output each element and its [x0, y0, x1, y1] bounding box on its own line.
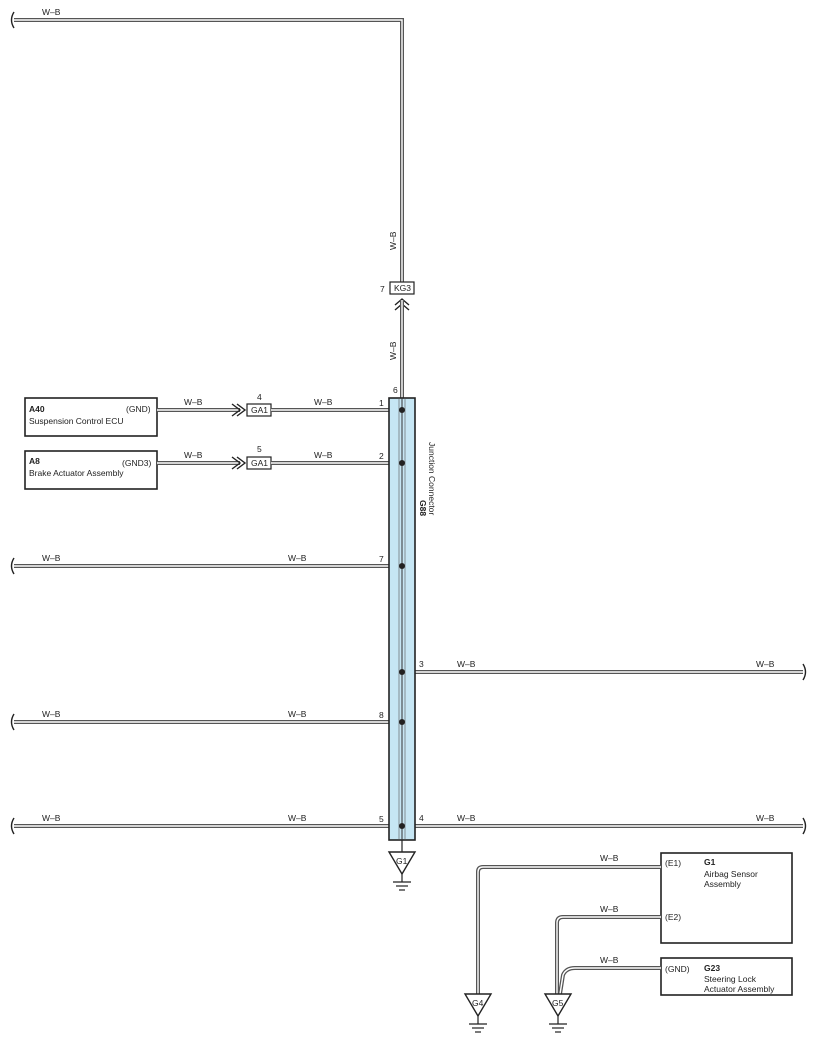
ground-g1-label: G1	[396, 856, 408, 866]
a40-code: A40	[29, 404, 45, 414]
wire-label-kg3-vertical: W–B	[388, 341, 398, 360]
wire-label-pin3-left: W–B	[457, 659, 476, 669]
wire-label-pin7-left: W–B	[42, 553, 61, 563]
g1-terminal-e2: (E2)	[665, 912, 681, 922]
splice-dot-3	[399, 669, 405, 675]
a8-code: A8	[29, 456, 40, 466]
wire-label-e2: W–B	[600, 904, 619, 914]
wire-label-top: W–B	[42, 7, 61, 17]
wire-left-pin-8	[10, 713, 402, 731]
pin-8-label: 8	[379, 710, 384, 720]
wire-label-a8: W–B	[184, 450, 203, 460]
ground-g1	[387, 840, 417, 891]
splice-dot-2	[399, 460, 405, 466]
pin-7-label: 7	[379, 554, 384, 564]
wire-left-pin-5	[10, 817, 402, 835]
ga1-connector-a-label: GA1	[251, 405, 268, 415]
pin-3-label: 3	[419, 659, 424, 669]
a8-component-box	[24, 450, 158, 490]
a40-terminal: (GND)	[126, 404, 151, 414]
wire-label-ga1-2: W–B	[314, 450, 333, 460]
wire-label-pin8-right: W–B	[288, 709, 307, 719]
wire-right-pin-4	[402, 817, 807, 835]
g88-code: G88	[418, 500, 428, 516]
kg3-connector	[389, 281, 415, 295]
wire-label-pin4-right: W–B	[756, 813, 775, 823]
wire-label-pin7-right: W–B	[288, 553, 307, 563]
pin-4-label: 4	[419, 813, 424, 823]
g1-terminal-e1: (E1)	[665, 858, 681, 868]
splice-dot-8	[399, 719, 405, 725]
ground-g5-label: G5	[552, 998, 564, 1008]
splice-dot-1	[399, 407, 405, 413]
pin-6-label: 6	[393, 385, 398, 395]
wire-label-pin8-left: W–B	[42, 709, 61, 719]
a40-name: Suspension Control ECU	[29, 416, 124, 426]
wire-label-g23: W–B	[600, 955, 619, 965]
ground-g5	[543, 993, 573, 1033]
g1-component-box	[660, 852, 793, 944]
wire-label-ga1-1: W–B	[314, 397, 333, 407]
a8-terminal: (GND3)	[122, 458, 151, 468]
g23-name-line1: Steering Lock	[704, 974, 757, 984]
a40-component-box	[24, 397, 158, 437]
wire-g23-to-g5	[558, 966, 661, 995]
wire-label-pin3-right: W–B	[756, 659, 775, 669]
kg3-pin-label: 7	[380, 284, 385, 294]
wire-label-pin4-left: W–B	[457, 813, 476, 823]
splice-dot-7	[399, 563, 405, 569]
wire-top-to-kg3	[10, 11, 404, 284]
wire-e1-to-g4	[476, 865, 661, 994]
g23-component-box	[660, 957, 793, 996]
ga1-connector-b-label: GA1	[251, 458, 268, 468]
ground-g4-label: G4	[472, 998, 484, 1008]
pin-2-label: 2	[379, 451, 384, 461]
g23-terminal: (GND)	[665, 964, 690, 974]
a8-name: Brake Actuator Assembly	[29, 468, 124, 478]
g1-name-line1: Airbag Sensor	[704, 869, 758, 879]
ground-g4	[463, 993, 493, 1033]
g1-name-line2: Assembly	[704, 879, 742, 889]
wire-label-top-vertical: W–B	[388, 231, 398, 250]
g88-name: Junction Connector	[427, 442, 437, 515]
pin-5-label: 5	[379, 814, 384, 824]
ga1-pin-5-label: 5	[257, 444, 262, 454]
wire-label-pin5-right: W–B	[288, 813, 307, 823]
wire-left-pin-7	[10, 557, 402, 575]
ga1-pin-4-label: 4	[257, 392, 262, 402]
g23-name-line2: Actuator Assembly	[704, 984, 775, 994]
wire-right-pin-3	[402, 663, 807, 681]
wire-e2-to-g5	[555, 915, 661, 994]
ga1-arrow-icon-a	[231, 403, 247, 417]
wire-label-pin5-left: W–B	[42, 813, 61, 823]
ga1-arrow-icon-b	[231, 456, 247, 470]
pin-1-label: 1	[379, 398, 384, 408]
splice-dot-4-5	[399, 823, 405, 829]
wire-label-e1: W–B	[600, 853, 619, 863]
kg3-connector-label: KG3	[394, 283, 411, 293]
g23-code: G23	[704, 963, 720, 973]
wire-label-a40: W–B	[184, 397, 203, 407]
g1-code: G1	[704, 857, 716, 867]
